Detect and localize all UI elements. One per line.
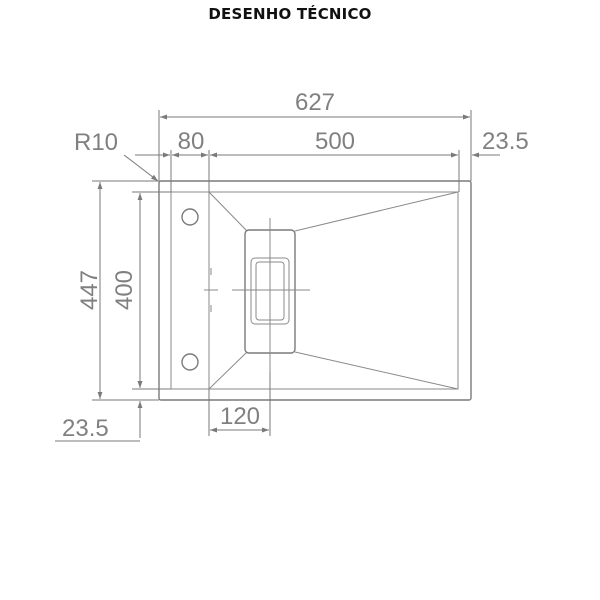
drain [232, 218, 310, 372]
basin-slopes [208, 191, 459, 390]
overall-depth-label: 447 [76, 270, 103, 310]
inner-depth-label: 400 [111, 270, 138, 310]
radius-leader [123, 154, 159, 182]
basin-width-label: 500 [315, 128, 355, 155]
drain-width-label: 120 [220, 403, 260, 430]
drainboard-width-label: 80 [178, 128, 205, 155]
inner-frame [170, 191, 459, 390]
drawing-title: DESENHO TÉCNICO [208, 5, 372, 23]
faucet-holes [181, 208, 218, 371]
hole-top-icon [181, 208, 199, 226]
bottom-margin-label: 23.5 [62, 415, 109, 442]
corner-radius-label: R10 [74, 129, 118, 156]
dim-drain-width [208, 372, 271, 436]
dim-depths [92, 180, 171, 438]
dim-overall-width [158, 110, 472, 181]
sink-outline [158, 180, 472, 401]
hole-bottom-icon [181, 353, 199, 371]
outer-frame [158, 180, 472, 401]
dim-top-segments [135, 150, 500, 192]
overall-width-label: 627 [295, 89, 335, 116]
right-margin-label: 23.5 [482, 128, 529, 155]
